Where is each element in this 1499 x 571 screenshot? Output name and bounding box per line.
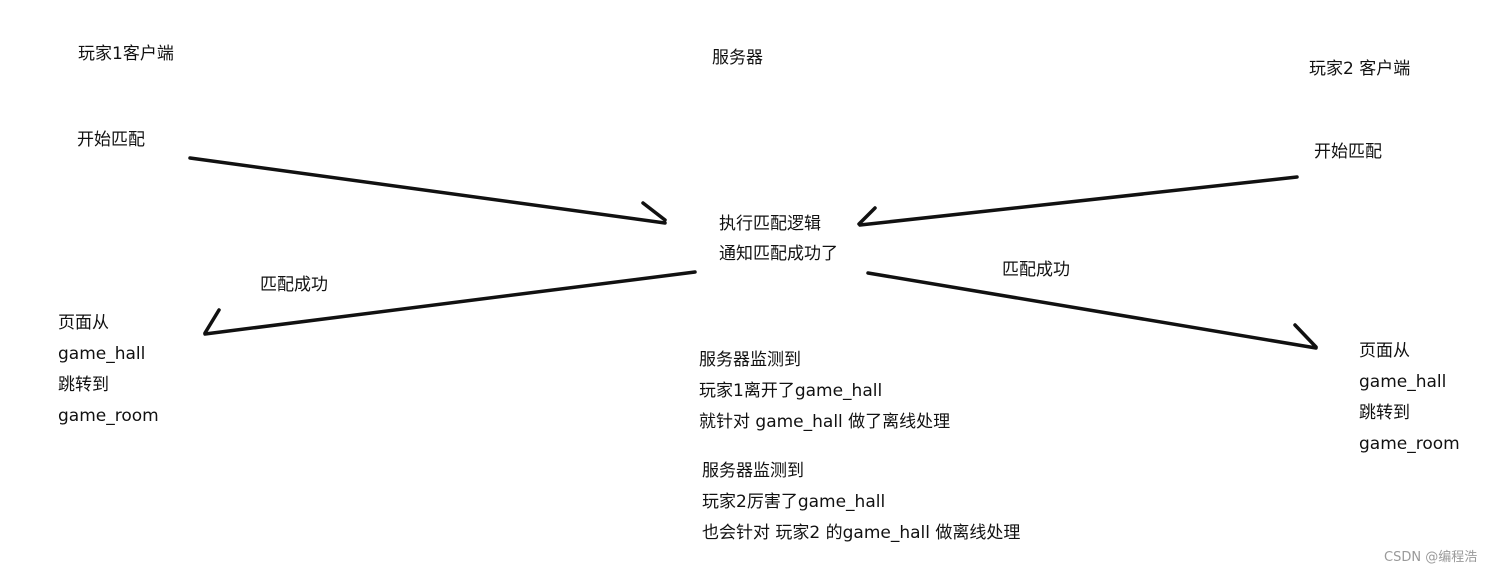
server-note-line: 就针对 game_hall 做了离线处理 [699, 412, 951, 432]
player1-redirect-block: 页面从 game_hall 跳转到 game_room [58, 313, 159, 426]
player2-redirect-line: game_hall [1359, 372, 1447, 392]
player1-match-success: 匹配成功 [260, 275, 328, 295]
server-note-player1: 服务器监测到 玩家1离开了game_hall 就针对 game_hall 做了离… [699, 350, 950, 432]
player2-start-match: 开始匹配 [1314, 142, 1382, 162]
player2-redirect-block: 页面从 game_hall 跳转到 game_room [1359, 341, 1460, 454]
server-note-line: 也会针对 玩家2 的game_hall 做离线处理 [702, 523, 1021, 543]
player2-redirect-line: 页面从 [1359, 341, 1410, 361]
server-heading: 服务器 [712, 48, 763, 68]
server-logic-line: 通知匹配成功了 [719, 244, 838, 264]
player2-match-success: 匹配成功 [1002, 260, 1070, 280]
server-note-line: 服务器监测到 [699, 350, 801, 370]
server-logic-block: 执行匹配逻辑 通知匹配成功了 [719, 214, 838, 264]
player1-start-match: 开始匹配 [77, 130, 145, 150]
server-note-player2: 服务器监测到 玩家2厉害了game_hall 也会针对 玩家2 的game_ha… [702, 461, 1020, 543]
player1-redirect-line: game_hall [58, 344, 146, 364]
player1-redirect-line: game_room [58, 406, 159, 426]
server-note-line: 玩家1离开了game_hall [699, 381, 883, 401]
csdn-watermark: CSDN @编程浩 [1384, 550, 1478, 565]
arrow-player2-to-server [857, 175, 1299, 227]
player2-redirect-line: game_room [1359, 434, 1460, 454]
player2-redirect-line: 跳转到 [1359, 403, 1410, 423]
server-note-line: 服务器监测到 [702, 461, 804, 481]
server-logic-line: 执行匹配逻辑 [719, 214, 821, 234]
arrow-server-to-player2 [866, 271, 1318, 350]
player1-redirect-line: 跳转到 [58, 375, 109, 395]
player1-redirect-line: 页面从 [58, 313, 109, 333]
arrow-player1-to-server [188, 156, 667, 225]
arrow-server-to-player1 [203, 270, 697, 336]
player2-client-heading: 玩家2 客户端 [1309, 59, 1411, 79]
server-note-line: 玩家2厉害了game_hall [702, 492, 886, 512]
player1-client-heading: 玩家1客户端 [78, 44, 174, 64]
